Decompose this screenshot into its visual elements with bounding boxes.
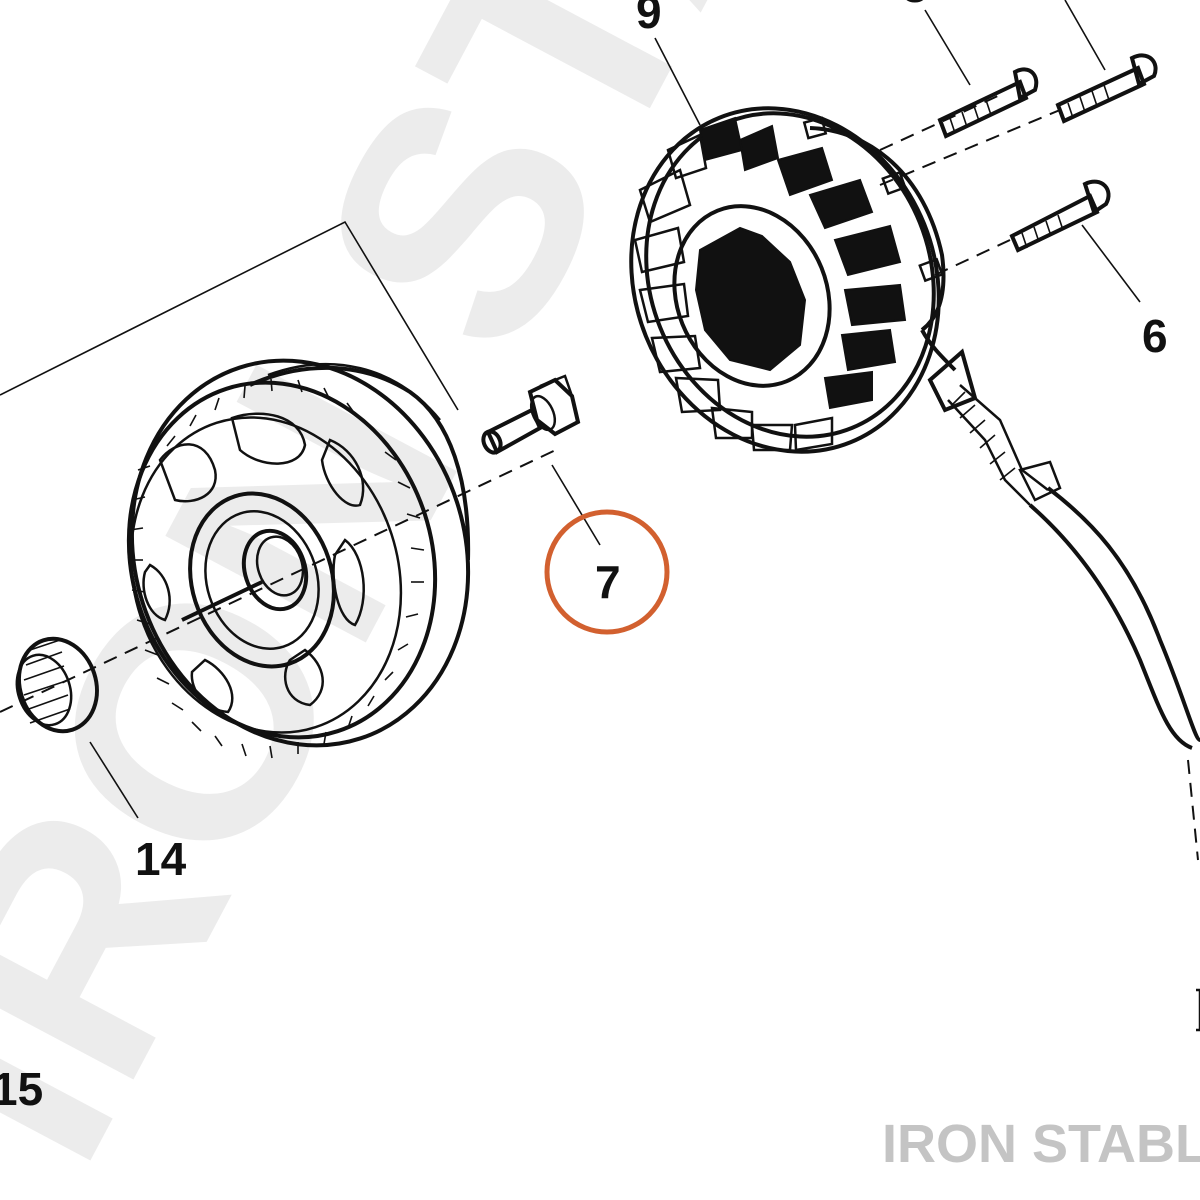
callout-8: 8 [902, 0, 928, 12]
callout-highlight-ring [544, 509, 670, 635]
brand-logo-text: IRON STABLE [882, 1114, 1200, 1174]
callout-7: 7 [595, 556, 621, 608]
callout-14: 14 [135, 833, 187, 885]
leader-lines [89, 0, 1141, 819]
callout-6: 6 [1142, 310, 1168, 362]
callout-9: 9 [636, 0, 662, 38]
rotor-part [126, 358, 471, 759]
callout-15: 15 [0, 1063, 43, 1115]
group-leader-line [0, 220, 459, 411]
needle-bearing-part [15, 636, 99, 734]
stator-wire-lead [920, 329, 1200, 1032]
flange-bolt-part [481, 374, 581, 455]
bolts-part [937, 53, 1158, 253]
stator-part [629, 106, 946, 454]
